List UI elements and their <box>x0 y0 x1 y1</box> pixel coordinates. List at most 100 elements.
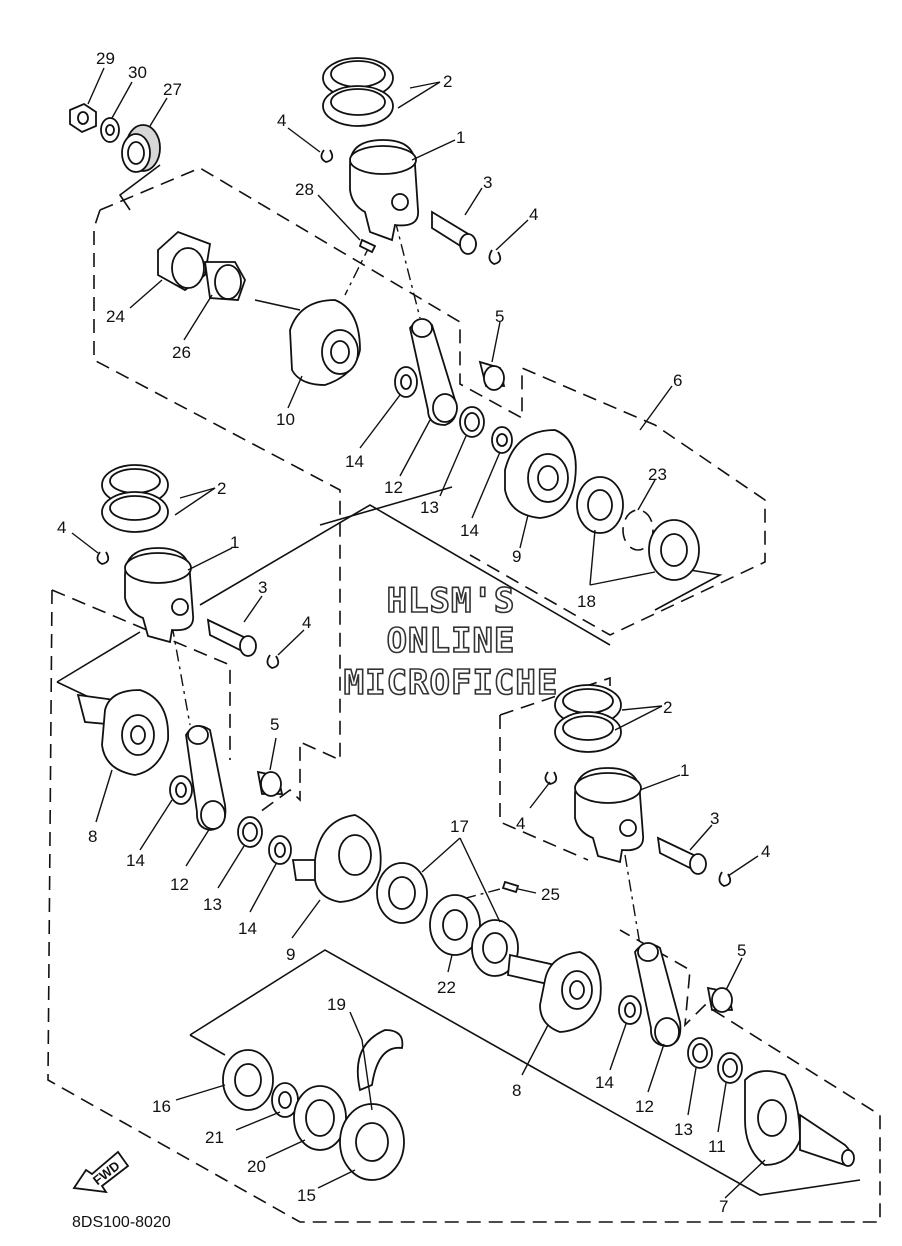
bearing-5-upper <box>478 360 506 391</box>
key-28 <box>358 238 377 254</box>
washer-14-upper-a <box>394 366 418 398</box>
callout-23: 23 <box>648 465 667 484</box>
fwd-arrow-icon: FWD <box>72 1150 130 1194</box>
callout-3: 3 <box>710 809 719 828</box>
callout-5: 5 <box>270 715 279 734</box>
callout-14: 14 <box>345 452 364 471</box>
connecting-rod-12-right <box>634 942 682 1047</box>
connecting-rod-12-upper <box>409 318 458 426</box>
callout-9: 9 <box>512 547 521 566</box>
circlip-4-middle <box>96 551 280 669</box>
callout-14: 14 <box>126 851 145 870</box>
callout-4: 4 <box>302 613 311 632</box>
circlip-4-upper <box>320 149 502 265</box>
crank-web-9-middle <box>291 814 382 903</box>
washer-14-middle-b <box>268 835 292 865</box>
callout-22: 22 <box>437 978 456 997</box>
washer-14-middle-a <box>169 775 193 805</box>
group-lines <box>56 164 861 1196</box>
callout-13: 13 <box>674 1120 693 1139</box>
bushing-21 <box>271 1082 299 1118</box>
bearing-24 <box>157 230 212 292</box>
callout-6: 6 <box>673 371 682 390</box>
bearing-13-right <box>687 1037 713 1069</box>
callout-8: 8 <box>88 827 97 846</box>
callout-27: 27 <box>163 80 182 99</box>
watermark: HLSM'S ONLINE MICROFICHE <box>343 580 558 704</box>
circlip-4-right <box>544 771 732 887</box>
piston-rings-2-right <box>554 684 622 753</box>
callout-3: 3 <box>483 173 492 192</box>
piston-1-upper <box>349 139 419 242</box>
bearing-11 <box>717 1052 743 1084</box>
callout-2: 2 <box>443 72 452 91</box>
callout-4: 4 <box>529 205 538 224</box>
bushing-26 <box>203 261 246 301</box>
callout-1: 1 <box>680 761 689 780</box>
callout-17: 17 <box>450 817 469 836</box>
callout-13: 13 <box>420 498 439 517</box>
callout-labels: 29 30 27 2 4 1 3 4 28 24 26 5 6 10 14 12… <box>57 49 770 1216</box>
diagram-code: 8DS100-8020 <box>72 1214 171 1231</box>
callout-5: 5 <box>495 307 504 326</box>
nut-29 <box>69 102 97 134</box>
crank-web-9-upper <box>504 429 577 519</box>
callout-13: 13 <box>203 895 222 914</box>
crank-web-7 <box>744 1070 855 1167</box>
callout-2: 2 <box>663 698 672 717</box>
callout-4: 4 <box>516 814 525 833</box>
alignment-lines <box>171 219 641 946</box>
callout-26: 26 <box>172 343 191 362</box>
callout-12: 12 <box>384 478 403 497</box>
washer-14-right <box>618 995 642 1025</box>
crank-web-8-middle <box>76 689 169 776</box>
washer-30 <box>100 117 120 143</box>
crank-web-10 <box>254 299 361 386</box>
leader-lines <box>71 67 766 1199</box>
bearing-18-b <box>648 519 700 581</box>
piston-1-right <box>574 767 645 864</box>
callout-12: 12 <box>170 875 189 894</box>
callout-20: 20 <box>247 1157 266 1176</box>
washer-14-upper-b <box>491 426 513 454</box>
callout-24: 24 <box>106 307 125 326</box>
callout-9: 9 <box>286 945 295 964</box>
bearing-5-middle <box>256 770 284 797</box>
callout-25: 25 <box>541 885 560 904</box>
connecting-rod-12-middle <box>185 725 227 831</box>
pin-25 <box>501 880 520 894</box>
callout-10: 10 <box>276 410 295 429</box>
callout-15: 15 <box>297 1186 316 1205</box>
callout-4: 4 <box>57 518 66 537</box>
callout-30: 30 <box>128 63 147 82</box>
callout-14: 14 <box>460 521 479 540</box>
bearing-15 <box>339 1103 405 1181</box>
bearing-18-a <box>576 476 624 534</box>
watermark-line-1: HLSM'S <box>387 581 516 621</box>
callout-29: 29 <box>96 49 115 68</box>
gear-22 <box>429 894 481 956</box>
piston-1-middle <box>124 547 195 644</box>
clip-19 <box>356 1029 404 1092</box>
callout-3: 3 <box>258 578 267 597</box>
callout-28: 28 <box>295 180 314 199</box>
callout-2: 2 <box>217 479 226 498</box>
callout-18: 18 <box>577 592 596 611</box>
crank-web-8-right <box>507 951 602 1033</box>
callout-7: 7 <box>719 1197 728 1216</box>
callout-4: 4 <box>277 111 286 130</box>
piston-rings-2-upper <box>322 57 394 127</box>
callout-12: 12 <box>635 1097 654 1116</box>
bearing-17-b <box>471 919 519 977</box>
bearing-17-a <box>376 862 428 924</box>
watermark-line-2: ONLINE <box>387 621 516 661</box>
callout-5: 5 <box>737 941 746 960</box>
callout-14: 14 <box>238 919 257 938</box>
piston-rings-2-middle <box>101 464 169 533</box>
oil-seal-20 <box>293 1085 347 1151</box>
callout-21: 21 <box>205 1128 224 1147</box>
bearing-16 <box>222 1049 274 1111</box>
piston-pin-3-right <box>656 836 707 875</box>
callout-16: 16 <box>152 1097 171 1116</box>
